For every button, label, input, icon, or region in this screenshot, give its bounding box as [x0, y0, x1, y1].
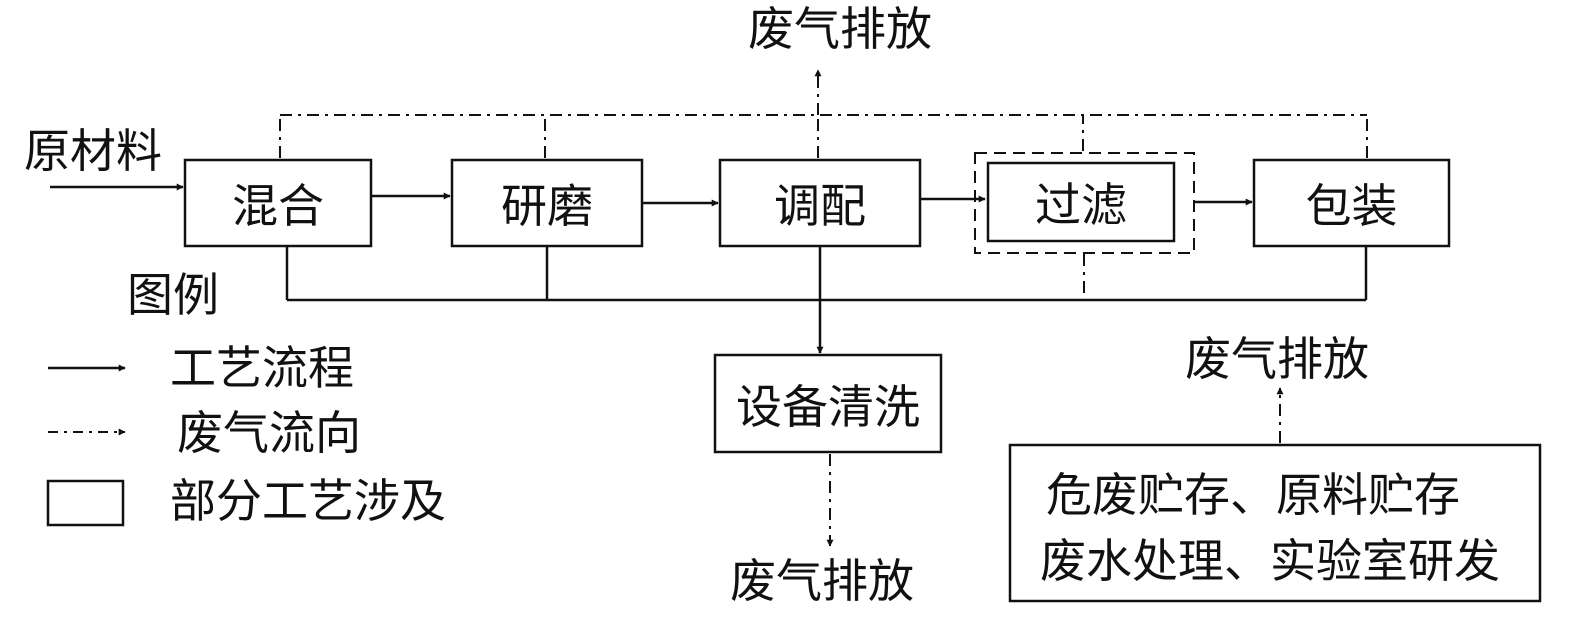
legend-process-flow-label: 工艺流程: [170, 341, 354, 395]
box-pack: [1252, 158, 1451, 248]
box-filter: [986, 161, 1176, 243]
step-grind-label: 研磨: [501, 179, 593, 233]
exhaust-top-label: 废气排放: [748, 2, 932, 56]
box-storage: [1008, 443, 1542, 603]
step-mix-label: 混合: [232, 179, 324, 233]
exhaust-right-label: 废气排放: [1185, 332, 1369, 386]
legend-box-icon: [46, 479, 125, 527]
legend-partial-process-label: 部分工艺涉及: [170, 474, 446, 528]
legend-exhaust-flow-label: 废气流向: [177, 406, 361, 460]
equipment-cleaning-label: 设备清洗: [736, 379, 920, 434]
box-blend: [718, 158, 922, 248]
step-blend-label: 调配: [774, 179, 866, 233]
box-mix: [183, 158, 373, 248]
storage-line2: 废水处理、实验室研发: [1040, 534, 1500, 588]
storage-line1: 危废贮存、原料贮存: [1046, 468, 1460, 522]
exhaust-bottom-label: 废气排放: [730, 554, 914, 608]
step-filter-label: 过滤: [1035, 178, 1127, 232]
step-pack-label: 包装: [1305, 179, 1398, 233]
box-grind: [450, 158, 644, 248]
box-equipment-cleaning: [713, 353, 943, 454]
raw-material-label: 原材料: [24, 124, 162, 178]
legend-title: 图例: [127, 268, 219, 322]
box-filter-outer-dashed: [974, 152, 1195, 254]
